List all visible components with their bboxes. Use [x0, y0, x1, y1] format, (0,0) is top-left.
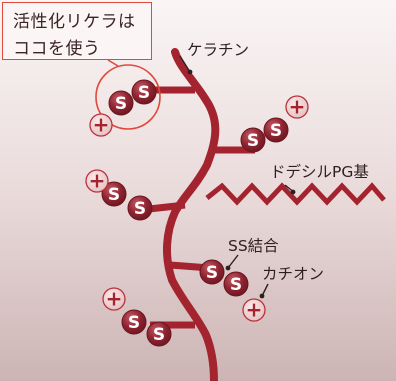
- cation-2-symbol: +: [289, 95, 306, 119]
- ss-bead-1b-sphere: [131, 79, 157, 105]
- leader-ss-bond-dot: [225, 265, 231, 271]
- ss-bead-3b-letter: S: [134, 199, 146, 219]
- keratin-backbone: [162, 48, 220, 381]
- dodecyl-pg-chain: [205, 182, 386, 206]
- leader-cation-dot: [259, 293, 265, 299]
- cation-1-symbol: +: [93, 113, 110, 137]
- ss-bead-2b-sphere: [263, 117, 289, 143]
- ss-bead-5b-letter: S: [153, 325, 165, 345]
- ss-bead-5a-sphere: [121, 309, 147, 335]
- ss-bead-4b-letter: S: [230, 275, 242, 295]
- leader-keratin-dot: [187, 69, 193, 75]
- label-cation: カチオン: [262, 265, 325, 283]
- callout-highlight-circle: [95, 64, 161, 130]
- cation-4-symbol: +: [246, 298, 263, 322]
- callout-connector: [107, 59, 119, 67]
- ss-bead-1a-sphere: [108, 90, 134, 116]
- cation-1-circle: [89, 113, 113, 137]
- ss-bead-2b-letter: S: [270, 121, 282, 141]
- ss-bead-3a-letter: S: [108, 185, 120, 205]
- ss-bead-3a-sphere: [101, 181, 127, 207]
- cation-3-symbol: +: [89, 169, 106, 193]
- ss-bead-4b-sphere: [223, 271, 249, 297]
- ss-bead-2a-letter: S: [247, 131, 259, 151]
- callout-line-1: 活性化リケラは: [13, 12, 136, 32]
- cation-5-symbol: +: [106, 287, 123, 311]
- ss-bead-4a-letter: S: [206, 263, 218, 283]
- leader-dodecyl-dot: [290, 189, 296, 195]
- ss-bead-3b-sphere: [127, 195, 153, 221]
- cation-2-circle: [285, 95, 309, 119]
- ss-bead-5a-letter: S: [128, 313, 140, 333]
- ss-bead-2a-sphere: [240, 127, 266, 153]
- label-ss-bond: SS結合: [228, 237, 279, 255]
- cation-4-circle: [242, 298, 266, 322]
- ss-bead-4a-sphere: [199, 259, 225, 285]
- cation-3-circle: [85, 169, 109, 193]
- leader-ss-bond: [227, 254, 239, 269]
- label-dodecyl-pg: ドデシルPG基: [270, 163, 369, 181]
- callout-line-2: ココを使う: [13, 39, 101, 59]
- ss-bead-5b-sphere: [146, 321, 172, 347]
- leader-keratin: [179, 55, 191, 73]
- ss-bead-1a-letter: S: [115, 94, 127, 114]
- ss-bead-1b-letter: S: [138, 83, 150, 103]
- label-keratin: ケラチン: [187, 41, 250, 59]
- cation-5-circle: [102, 287, 126, 311]
- callout-box: 活性化リケラは ココを使う: [2, 2, 152, 60]
